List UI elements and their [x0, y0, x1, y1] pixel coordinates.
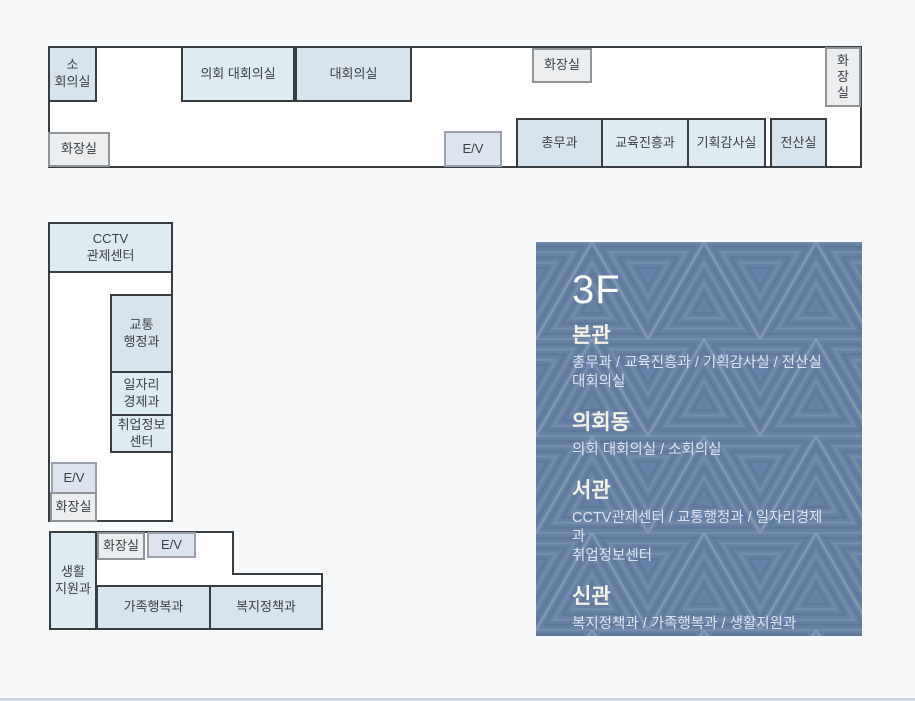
building-section-main: 본관 총무과 / 교육진흥과 / 기획감사실 / 전산실 대회의실: [572, 324, 832, 392]
building-section-new: 신관 복지정책과 / 가족행복과 / 생활지원과: [572, 585, 832, 634]
building-room-list: CCTV관제센터 / 교통행정과 / 일자리경제과 취업정보센터: [572, 510, 823, 564]
room-planning-audit: 기획감사실: [687, 118, 766, 168]
room-traffic-admin: 교통 행정과: [110, 294, 173, 373]
floor-title: 3F: [572, 268, 621, 312]
room-restroom-right: 화 장 실: [825, 47, 861, 107]
room-main-meeting: 대회의실: [295, 46, 412, 102]
room-welfare-policy: 복지정책과: [209, 585, 323, 630]
room-restroom-new: 화장실: [97, 532, 145, 560]
room-family-happiness: 가족행복과: [96, 585, 211, 630]
building-room-list: 복지정책과 / 가족행복과 / 생활지원과: [572, 616, 797, 632]
building-room-list: 의회 대회의실 / 소회의실: [572, 442, 722, 458]
room-council-main-meeting: 의회 대회의실: [181, 46, 295, 102]
room-elevator-west: E/V: [51, 462, 97, 494]
floor-info-panel: 3F 본관 총무과 / 교육진흥과 / 기획감사실 / 전산실 대회의실 의회동…: [536, 242, 862, 636]
bottom-accent-bar: [0, 698, 915, 701]
room-small-meeting: 소 회의실: [48, 46, 97, 102]
building-name: 의회동: [572, 411, 630, 434]
room-cctv-center: CCTV 관제센터: [48, 222, 173, 273]
room-restroom-west: 화장실: [50, 492, 97, 522]
room-education-promotion: 교육진흥과: [601, 118, 689, 168]
building-room-list: 총무과 / 교육진흥과 / 기획감사실 / 전산실 대회의실: [572, 355, 822, 390]
building-name: 본관: [572, 324, 611, 347]
room-computer-room: 전산실: [770, 118, 827, 168]
room-elevator-new: E/V: [147, 532, 196, 558]
room-restroom-top: 화장실: [532, 48, 592, 83]
room-elevator-main: E/V: [444, 131, 502, 167]
floor-info-content: 3F 본관 총무과 / 교육진흥과 / 기획감사실 / 전산실 대회의실 의회동…: [536, 242, 862, 634]
building-name: 신관: [572, 585, 611, 608]
building-section-west: 서관 CCTV관제센터 / 교통행정과 / 일자리경제과 취업정보센터: [572, 479, 832, 566]
room-general-affairs: 총무과: [516, 118, 603, 168]
room-job-info-center: 취업정보 센터: [110, 414, 173, 453]
room-jobs-economy: 일자리 경제과: [110, 371, 173, 416]
building-name: 서관: [572, 479, 611, 502]
room-restroom-main-left: 화장실: [48, 132, 110, 167]
triangle-pattern-background: [536, 242, 862, 636]
room-living-support: 생활 지원과: [49, 531, 97, 630]
building-section-council: 의회동 의회 대회의실 / 소회의실: [572, 411, 832, 460]
